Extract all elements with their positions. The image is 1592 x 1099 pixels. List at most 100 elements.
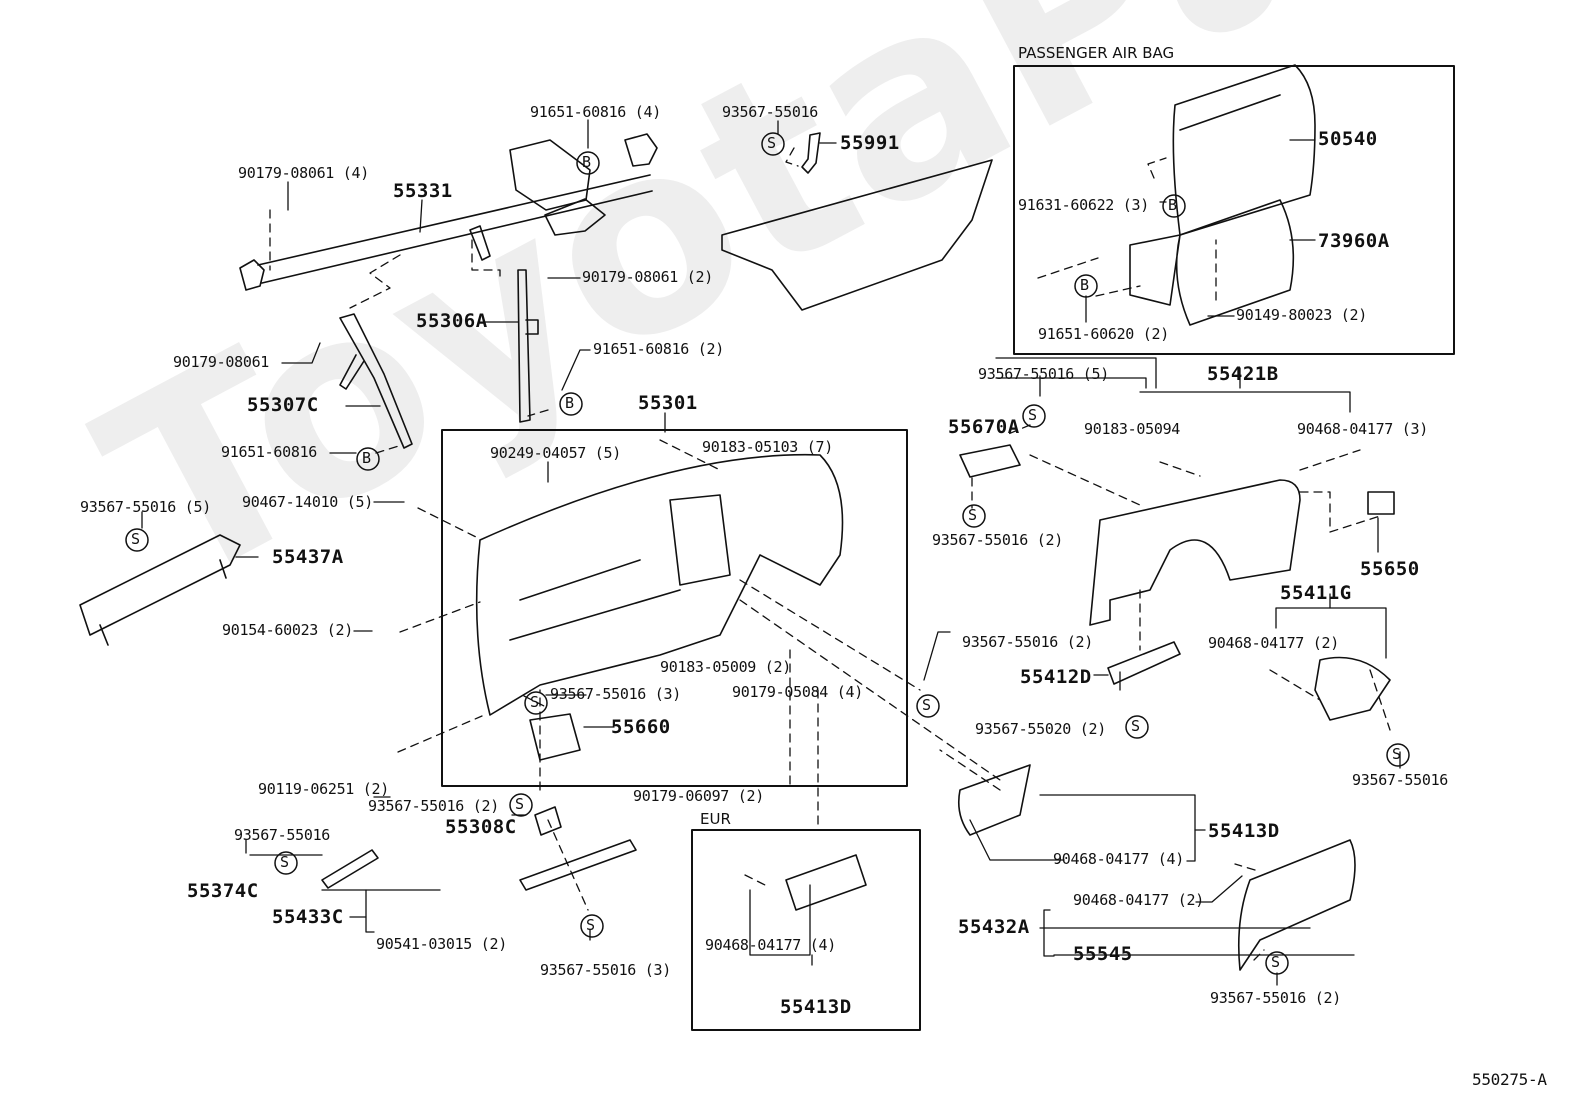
garnish-55413D-eur	[785, 854, 867, 911]
part-label[interactable]: 55413D	[780, 996, 852, 1018]
part-label[interactable]: 55437A	[272, 546, 344, 568]
instrument-panel-55301	[475, 453, 844, 716]
screw-symbol-letter: S	[515, 795, 524, 813]
screw-symbol-letter: S	[530, 693, 539, 711]
part-label[interactable]: 55432A	[958, 916, 1030, 938]
bracket	[469, 225, 491, 261]
part-label[interactable]: 93567-55016 (2)	[368, 797, 499, 815]
vent-55412D	[1107, 641, 1181, 685]
part-label[interactable]: 55650	[1360, 558, 1420, 580]
part-label[interactable]: 55670A	[948, 416, 1020, 438]
cluster-bezel-55411G	[1314, 656, 1391, 721]
part-label[interactable]: 91631-60622 (3)	[1018, 196, 1149, 214]
part-label[interactable]: 90468-04177 (2)	[1073, 891, 1204, 909]
part-label[interactable]: 55991	[840, 132, 900, 154]
part-label[interactable]: 90154-60023 (2)	[222, 621, 353, 639]
screw-symbol-icon	[125, 528, 149, 552]
upper-panel	[721, 159, 993, 311]
screw-symbol-icon	[916, 694, 940, 718]
part-label[interactable]: 91651-60816 (2)	[593, 340, 724, 358]
part-label[interactable]: 90179-06097 (2)	[633, 787, 764, 805]
instrument-panel-box	[441, 429, 908, 787]
part-label[interactable]: 90468-04177 (4)	[705, 936, 836, 954]
part-label[interactable]: 90541-03015 (2)	[376, 935, 507, 953]
part-label[interactable]: 93567-55016	[722, 103, 819, 121]
part-label[interactable]: 90468-04177 (3)	[1297, 420, 1428, 438]
part-label[interactable]: 93567-55016 (2)	[962, 633, 1093, 651]
screw-symbol-letter: S	[131, 530, 140, 548]
bolt-symbol-letter: B	[1168, 196, 1177, 214]
screw-symbol-icon	[524, 691, 548, 715]
screw-symbol-icon	[761, 132, 785, 156]
screw-symbol-letter: S	[280, 853, 289, 871]
part-label[interactable]: 90183-05009 (2)	[660, 658, 791, 676]
part-label[interactable]: 93567-55016 (5)	[978, 365, 1109, 383]
part-label[interactable]: 90179-08061 (2)	[582, 268, 713, 286]
part-label[interactable]: 90179-05084 (4)	[732, 683, 863, 701]
leader-lines	[141, 119, 1401, 986]
part-label[interactable]: 55433C	[272, 906, 344, 928]
part-label[interactable]: 55411G	[1280, 582, 1352, 604]
part-label[interactable]: 55306A	[416, 310, 488, 332]
panel-55437A	[79, 534, 241, 646]
part-label[interactable]: 55307C	[247, 394, 319, 416]
part-label[interactable]: 90249-04057 (5)	[490, 444, 621, 462]
drawing-number: 550275-A	[1472, 1070, 1547, 1089]
symbol-circles	[125, 132, 1410, 975]
part-label[interactable]: 93567-55016 (2)	[932, 531, 1063, 549]
part-label[interactable]: 90468-04177 (2)	[1208, 634, 1339, 652]
screw-symbol-letter: S	[968, 506, 977, 524]
brace-55307C	[339, 313, 413, 449]
part-label[interactable]: 55660	[611, 716, 671, 738]
part-label[interactable]: 93567-55020 (2)	[975, 720, 1106, 738]
screw-symbol-icon	[274, 851, 298, 875]
screw-symbol-letter: S	[1028, 406, 1037, 424]
part-label[interactable]: 50540	[1318, 128, 1378, 150]
part-label[interactable]: 93567-55016 (2)	[1210, 989, 1341, 1007]
part-label[interactable]: 93567-55016 (5)	[80, 498, 211, 516]
garnish-55413D	[957, 764, 1031, 836]
part-label[interactable]: 90468-04177 (4)	[1053, 850, 1184, 868]
part-label[interactable]: 91651-60816	[221, 443, 318, 461]
screw-symbol-letter: S	[922, 696, 931, 714]
part-label[interactable]: 93567-55016	[234, 826, 331, 844]
part-label[interactable]: 90149-80023 (2)	[1236, 306, 1367, 324]
part-label[interactable]: 55421B	[1207, 363, 1279, 385]
part-label[interactable]: 90467-14010 (5)	[242, 493, 373, 511]
part-label[interactable]: 55545	[1073, 943, 1133, 965]
screw-symbol-icon	[509, 793, 533, 817]
part-label[interactable]: 90183-05094	[1084, 420, 1181, 438]
part-label[interactable]: 93567-55016 (3)	[550, 685, 681, 703]
part-label[interactable]: 90183-05103 (7)	[702, 438, 833, 456]
part-label[interactable]: 73960A	[1318, 230, 1390, 252]
airbag-door-50540	[1172, 64, 1316, 236]
dashed-connectors	[269, 147, 1391, 961]
vent-55660	[529, 713, 581, 761]
cluster-panel-55421B	[1089, 479, 1301, 626]
screw-symbol-icon	[1125, 715, 1149, 739]
part-label[interactable]: 93567-55016	[1352, 771, 1449, 789]
part-label[interactable]: 91651-60816 (4)	[530, 103, 661, 121]
bolt-symbol-icon	[576, 151, 600, 175]
part-label[interactable]: 91651-60620 (2)	[1038, 325, 1169, 343]
part-label[interactable]: 55308C	[445, 816, 517, 838]
screw-symbol-icon	[1022, 404, 1046, 428]
part-label[interactable]: 55413D	[1208, 820, 1280, 842]
brace-55306A	[517, 269, 539, 423]
part-label[interactable]: 90119-06251 (2)	[258, 780, 389, 798]
part-label[interactable]: 55301	[638, 392, 698, 414]
part-label[interactable]: 55331	[393, 180, 453, 202]
part-label[interactable]: 90179-08061 (4)	[238, 164, 369, 182]
part-label[interactable]: 90179-08061	[173, 353, 270, 371]
passenger-air-bag-title: PASSENGER AIR BAG	[1018, 44, 1175, 62]
part-label[interactable]: 55374C	[187, 880, 259, 902]
reinforcement-bar-55331	[239, 133, 658, 291]
screw-symbol-icon	[962, 504, 986, 528]
bracket-55433C	[519, 839, 637, 891]
bolt-symbol-icon	[1074, 274, 1098, 298]
bolt-symbol-icon	[1162, 194, 1186, 218]
part-label[interactable]: 55412D	[1020, 666, 1092, 688]
part-label[interactable]: 93567-55016 (3)	[540, 961, 671, 979]
screw-symbol-icon	[1265, 951, 1289, 975]
